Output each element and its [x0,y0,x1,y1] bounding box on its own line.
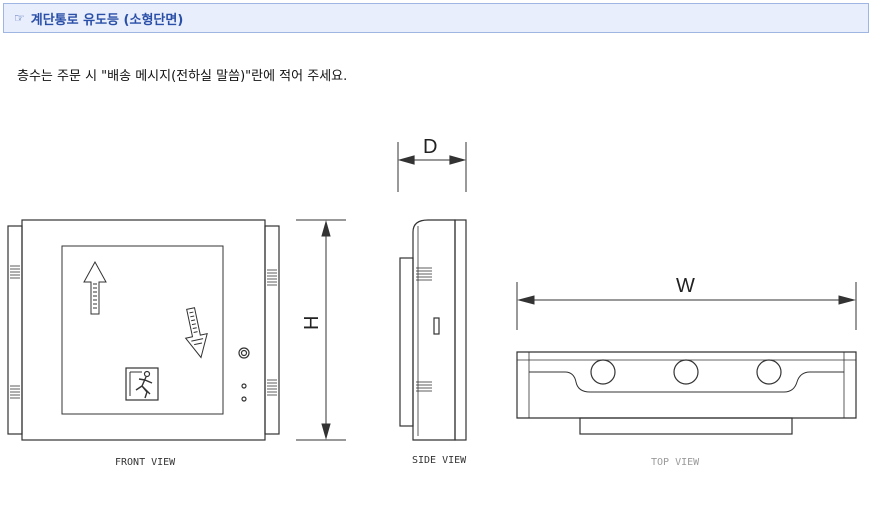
front-view [7,219,280,441]
up-arrow-icon [83,260,107,315]
height-label: H [301,316,323,330]
indicator-lamp [238,347,250,359]
section-title: 계단통로 유도등 (소형단면) [30,12,184,28]
width-dimension [516,282,857,330]
top-view [516,351,857,435]
side-view-label: SIDE VIEW [412,455,467,466]
pointing-hand-icon: ☞ [14,11,25,25]
section-title-bar: ☞ 계단통로 유도등 (소형단면) [3,3,869,33]
order-notice: 층수는 주문 시 "배송 메시지(전하실 말씀)"란에 적어 주세요. [17,69,348,84]
exit-sign-icon [125,367,159,401]
top-view-label: TOP VIEW [651,457,700,468]
height-dimension [296,219,346,441]
width-label: W [676,275,695,297]
down-arrow-icon [184,307,208,359]
front-view-label: FRONT VIEW [115,457,176,468]
side-view [397,142,467,441]
depth-label: D [423,136,437,158]
